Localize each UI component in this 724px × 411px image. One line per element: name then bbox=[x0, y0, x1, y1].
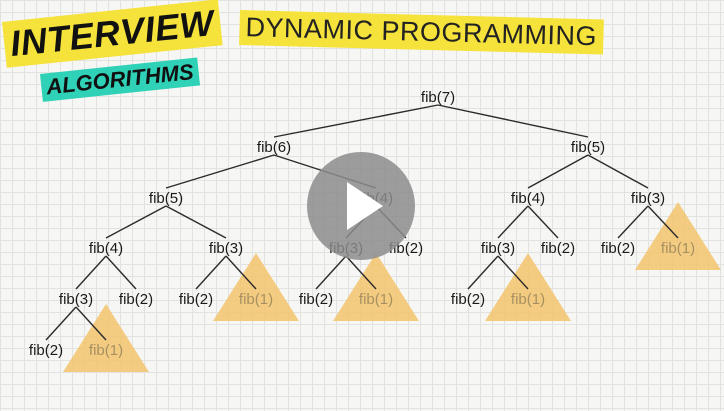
tree-edge bbox=[75, 306, 107, 341]
memo-highlight-triangle bbox=[63, 304, 149, 372]
tree-node-label: fib(2) bbox=[541, 240, 575, 257]
tree-edge bbox=[225, 255, 257, 290]
play-icon bbox=[347, 182, 383, 230]
tree-node-label: fib(4) bbox=[89, 240, 123, 257]
tree-edge bbox=[617, 205, 649, 239]
tree-edge bbox=[195, 255, 227, 290]
tree-edge bbox=[497, 255, 529, 290]
tree-edge bbox=[437, 104, 589, 138]
highlight-layer bbox=[63, 202, 721, 372]
tree-node-label: fib(2) bbox=[29, 342, 63, 359]
tree-edge bbox=[105, 255, 137, 290]
tree-node-label: fib(2) bbox=[299, 291, 333, 308]
tree-edge bbox=[165, 205, 227, 239]
tree-edge bbox=[165, 154, 275, 189]
tree-node-label: fib(3) bbox=[631, 190, 665, 207]
tree-edge bbox=[75, 255, 107, 290]
tree-node-label: fib(3) bbox=[481, 240, 515, 257]
tree-edge bbox=[45, 306, 77, 341]
tree-edge bbox=[273, 104, 439, 138]
tree-node-label: fib(3) bbox=[209, 240, 243, 257]
tree-node-label: fib(1) bbox=[661, 240, 695, 257]
tree-edge bbox=[315, 255, 347, 290]
tree-edge bbox=[345, 255, 377, 290]
tree-node-label: fib(1) bbox=[359, 291, 393, 308]
tree-edge bbox=[647, 205, 679, 239]
tree-node-label: fib(2) bbox=[119, 291, 153, 308]
memo-highlight-triangle bbox=[635, 202, 721, 270]
memo-highlight-triangle bbox=[213, 253, 299, 321]
play-button[interactable] bbox=[307, 152, 415, 260]
tree-node-label: fib(1) bbox=[511, 291, 545, 308]
tree-node-label: fib(7) bbox=[421, 89, 455, 106]
tree-node-label: fib(3) bbox=[59, 291, 93, 308]
tree-node-label: fib(1) bbox=[89, 342, 123, 359]
tree-node-label: fib(2) bbox=[179, 291, 213, 308]
edge-layer bbox=[45, 104, 679, 341]
tree-node-label: fib(5) bbox=[149, 190, 183, 207]
tree-node-label: fib(2) bbox=[451, 291, 485, 308]
tree-edge bbox=[527, 154, 589, 189]
memo-highlight-triangle bbox=[333, 253, 419, 321]
tree-node-label: fib(4) bbox=[511, 190, 545, 207]
tree-node-label: fib(6) bbox=[257, 139, 291, 156]
tree-node-label: fib(2) bbox=[601, 240, 635, 257]
memo-highlight-triangle bbox=[485, 253, 571, 321]
tree-edge bbox=[467, 255, 499, 290]
tree-node-label: fib(1) bbox=[239, 291, 273, 308]
tree-node-label: fib(5) bbox=[571, 139, 605, 156]
tree-edge bbox=[527, 205, 559, 239]
tree-edge bbox=[497, 205, 529, 239]
tree-edge bbox=[105, 205, 167, 239]
tree-edge bbox=[587, 154, 649, 189]
